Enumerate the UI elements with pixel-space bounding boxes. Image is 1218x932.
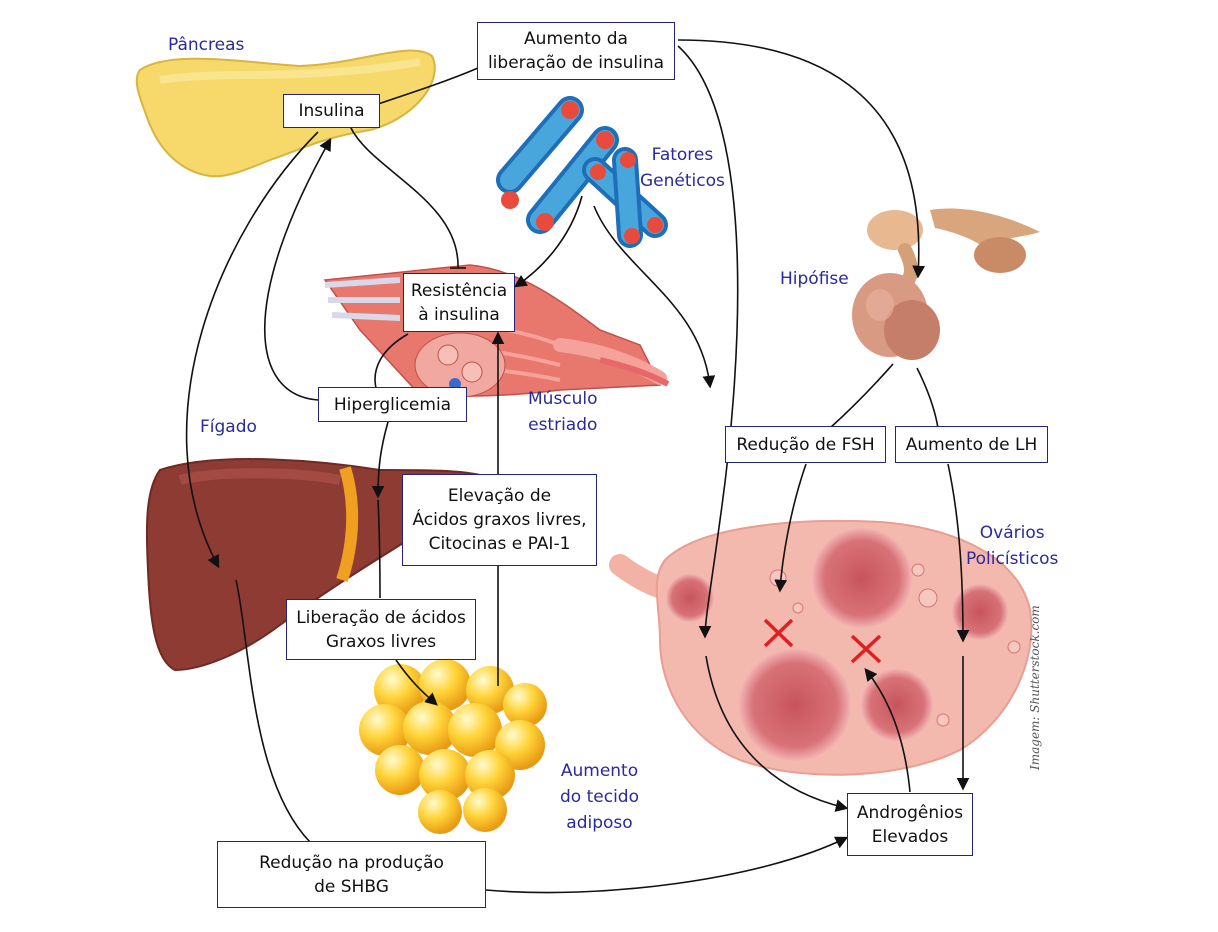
arrow-figado-to-liberacao xyxy=(377,499,381,599)
arrow-hiperglicemia-to-figado xyxy=(371,421,389,499)
box-insulina: Insulina xyxy=(283,94,380,128)
box-elevacao-acidos: Elevação de Ácidos graxos livres, Citoci… xyxy=(402,474,597,566)
arrow-ovario-to-androgenios xyxy=(705,655,849,812)
box-hiperglicemia: Hiperglicemia xyxy=(318,387,467,422)
arrow-insulina-inhibits-resistencia xyxy=(349,125,459,269)
arrow-aumento-to-ovarios xyxy=(677,45,739,639)
arrow-figado-to-shbg xyxy=(235,579,311,843)
pituitary-illustration xyxy=(852,208,1040,360)
label-musculo-estriado: Músculo estriado xyxy=(528,389,598,435)
arrow-resistencia-to-hiperglicemia xyxy=(374,333,409,389)
box-resistencia-insulina: Resistência à insulina xyxy=(403,273,515,332)
ovary-illustration xyxy=(609,520,1033,776)
inhibition-x-center xyxy=(850,634,882,664)
arrows xyxy=(185,39,970,894)
box-androgenios-elevados: Androgênios Elevados xyxy=(847,793,973,856)
box-reducao-fsh: Redução de FSH xyxy=(725,426,886,463)
inhibition-x-fsh xyxy=(763,618,794,648)
box-aumento-lh: Aumento de LH xyxy=(895,426,1048,463)
arrow-hipofise-to-lh xyxy=(916,367,939,429)
label-figado: Fígado xyxy=(200,417,257,437)
chromosome-illustration xyxy=(496,96,668,248)
arrow-fsh-to-ovario xyxy=(774,463,807,593)
arrow-aumento-to-hipofise xyxy=(677,39,926,279)
arrow-liberacao-to-adiposo xyxy=(395,659,438,706)
adipose-illustration xyxy=(359,659,547,834)
arrow-androgenios-to-x xyxy=(864,668,911,793)
arrow-hiperglicemia-to-insulina xyxy=(264,137,332,401)
label-pancreas: Pâncreas xyxy=(168,35,245,55)
arrow-insulina-to-aumento xyxy=(377,67,479,105)
arrow-chromosome-to-ovario xyxy=(593,205,716,389)
label-ovarios-policisticos: Ovários Policísticos xyxy=(966,523,1059,569)
label-hipofise: Hipófise xyxy=(780,269,849,289)
arrow-lh-to-ovario xyxy=(947,463,970,643)
label-fatores-geneticos: Fatores Genéticos xyxy=(640,145,725,191)
box-aumento-liberacao-insulina: Aumento da liberação de insulina xyxy=(477,22,675,80)
image-credit: Imagem: Shutterstock.com xyxy=(1028,605,1042,770)
box-reducao-shbg: Redução na produção de SHBG xyxy=(217,841,486,908)
label-aumento-tecido-adiposo: Aumento do tecido adiposo xyxy=(560,761,639,833)
box-liberacao-acidos: Liberação de ácidos Graxos livres xyxy=(286,599,476,660)
arrow-shbg-to-androgenios xyxy=(485,836,849,894)
arrow-chromosome-to-resistencia xyxy=(513,195,583,288)
arrow-insulina-to-figado xyxy=(185,131,319,569)
arrow-hipofise-to-fsh xyxy=(829,363,894,429)
